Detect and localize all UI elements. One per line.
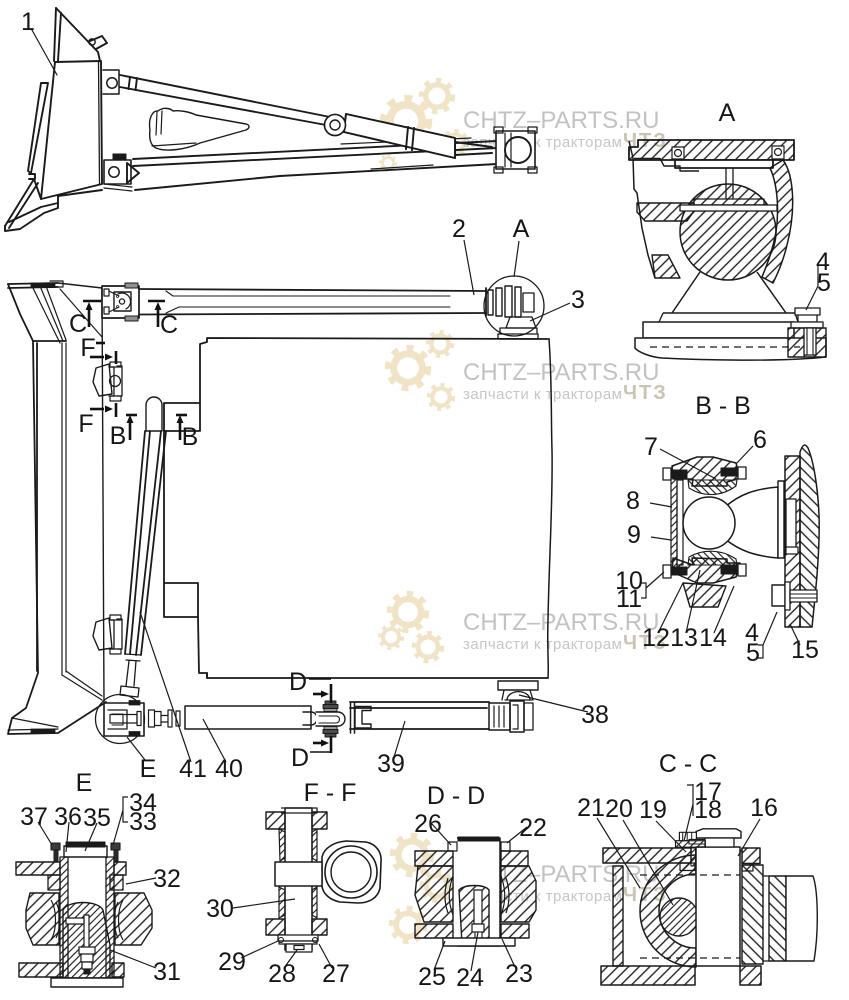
svg-text:запчасти к тракторам: запчасти к тракторам <box>463 636 622 653</box>
svg-text:34: 34 <box>129 789 157 817</box>
svg-text:37: 37 <box>20 803 48 831</box>
svg-text:CHTZ–PARTS.RU: CHTZ–PARTS.RU <box>463 107 659 134</box>
svg-text:35: 35 <box>83 804 111 832</box>
svg-text:E: E <box>76 769 93 797</box>
svg-text:C: C <box>69 310 87 338</box>
svg-text:41: 41 <box>179 755 207 783</box>
svg-text:D: D <box>289 668 307 696</box>
svg-text:19: 19 <box>639 796 667 824</box>
svg-text:3: 3 <box>571 286 585 314</box>
svg-text:CHTZ–PARTS.RU: CHTZ–PARTS.RU <box>463 359 659 386</box>
svg-text:14: 14 <box>699 624 727 652</box>
svg-text:B - B: B - B <box>695 392 751 420</box>
svg-text:4: 4 <box>816 248 830 276</box>
svg-text:40: 40 <box>215 755 243 783</box>
svg-text:2: 2 <box>452 215 466 243</box>
svg-text:31: 31 <box>153 958 181 986</box>
svg-text:4: 4 <box>745 619 759 647</box>
svg-text:B: B <box>182 423 199 451</box>
svg-text:25: 25 <box>418 963 446 991</box>
svg-text:5: 5 <box>746 639 760 667</box>
svg-text:A: A <box>513 215 530 243</box>
svg-text:7: 7 <box>644 433 658 461</box>
svg-text:10: 10 <box>615 567 643 595</box>
svg-text:F - F: F - F <box>304 779 357 807</box>
svg-text:5: 5 <box>817 269 831 297</box>
svg-text:28: 28 <box>268 960 296 988</box>
svg-text:9: 9 <box>627 521 641 549</box>
svg-text:запчасти к тракторам: запчасти к тракторам <box>463 386 622 403</box>
svg-text:38: 38 <box>581 701 609 729</box>
svg-text:6: 6 <box>753 426 767 454</box>
svg-text:30: 30 <box>206 895 234 923</box>
svg-text:F: F <box>78 410 93 438</box>
svg-text:17: 17 <box>694 778 722 806</box>
svg-text:23: 23 <box>505 960 533 988</box>
svg-text:26: 26 <box>414 810 442 838</box>
svg-text:C - C: C - C <box>659 750 717 778</box>
svg-text:33: 33 <box>129 808 157 836</box>
svg-text:C: C <box>160 311 178 339</box>
svg-text:D: D <box>291 744 309 772</box>
svg-text:18: 18 <box>694 796 722 824</box>
svg-text:12: 12 <box>642 624 670 652</box>
svg-text:CHTZ–PARTS.RU: CHTZ–PARTS.RU <box>463 609 659 636</box>
svg-text:24: 24 <box>456 964 484 992</box>
svg-text:ЧТЗ: ЧТЗ <box>623 632 668 654</box>
svg-text:32: 32 <box>153 865 181 893</box>
svg-text:27: 27 <box>322 960 350 988</box>
svg-text:11: 11 <box>616 585 642 613</box>
svg-text:21: 21 <box>577 794 605 822</box>
svg-text:D - D: D - D <box>427 782 485 810</box>
svg-text:15: 15 <box>791 636 819 664</box>
svg-text:22: 22 <box>519 814 547 842</box>
svg-text:20: 20 <box>605 795 633 823</box>
svg-text:29: 29 <box>218 948 246 976</box>
svg-text:39: 39 <box>377 750 405 778</box>
svg-text:E: E <box>140 755 157 783</box>
svg-text:8: 8 <box>626 487 640 515</box>
svg-text:13: 13 <box>670 624 698 652</box>
svg-text:1: 1 <box>21 8 35 36</box>
svg-text:16: 16 <box>750 794 778 822</box>
svg-text:B: B <box>110 422 127 450</box>
svg-text:ЧТЗ: ЧТЗ <box>623 382 668 404</box>
svg-text:A: A <box>719 99 736 127</box>
svg-text:F: F <box>80 334 95 362</box>
